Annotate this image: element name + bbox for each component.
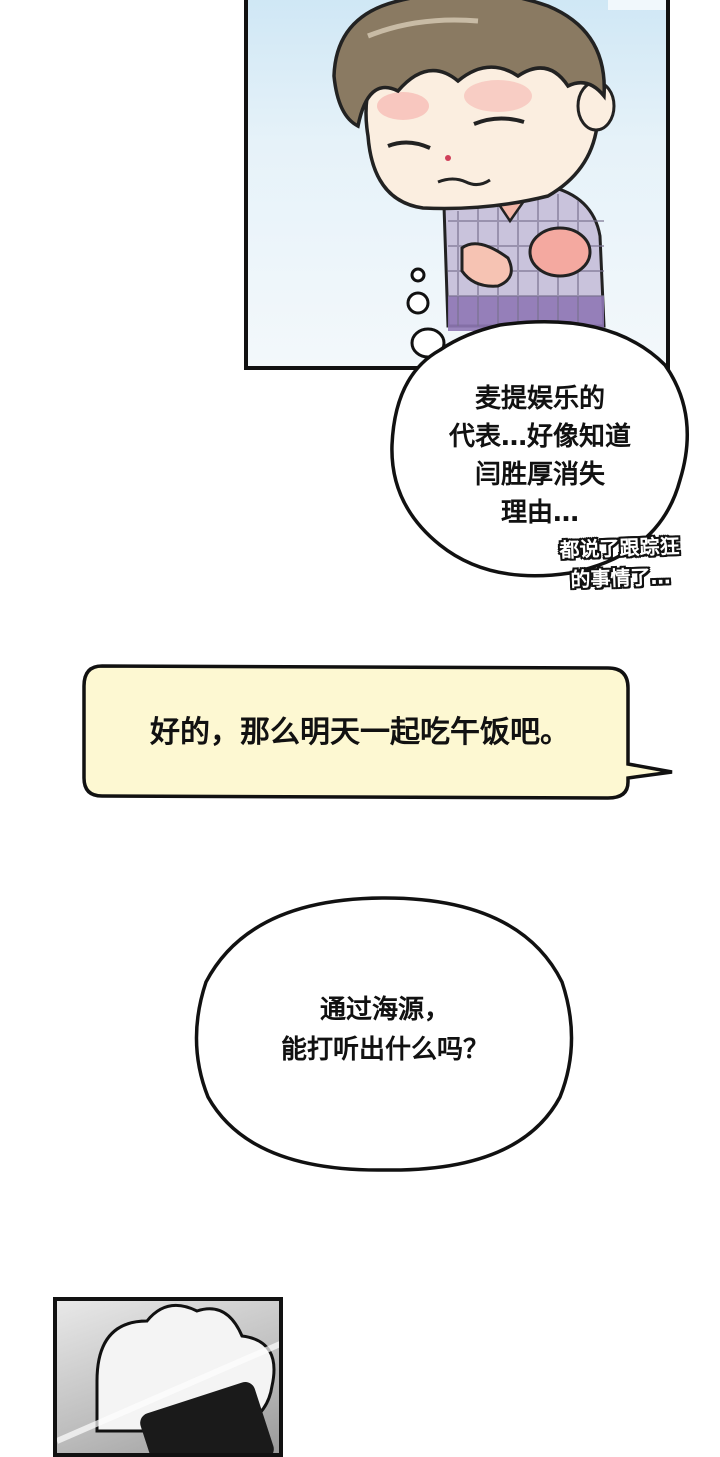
yellow-bubble-text: 好的，那么明天一起吃午饭吧。 — [150, 715, 570, 750]
round-speech-bubble — [194, 896, 574, 1172]
thought-bubble — [390, 267, 689, 578]
phone-illustration — [57, 1303, 279, 1453]
character-illustration — [332, 0, 666, 331]
top-comic-panel — [244, 0, 670, 370]
yellow-speech-bubble — [82, 664, 673, 800]
bottom-comic-panel — [53, 1297, 283, 1457]
thought-bubble-text: 麦提娱乐的 代表…好像知道 闫胜厚消失 理由… — [448, 384, 631, 528]
round-bubble-text: 通过海源， 能打听出什么吗？ — [280, 995, 489, 1065]
aside-handwritten-text: 都说了跟踪狂 的事情了… — [559, 533, 680, 592]
